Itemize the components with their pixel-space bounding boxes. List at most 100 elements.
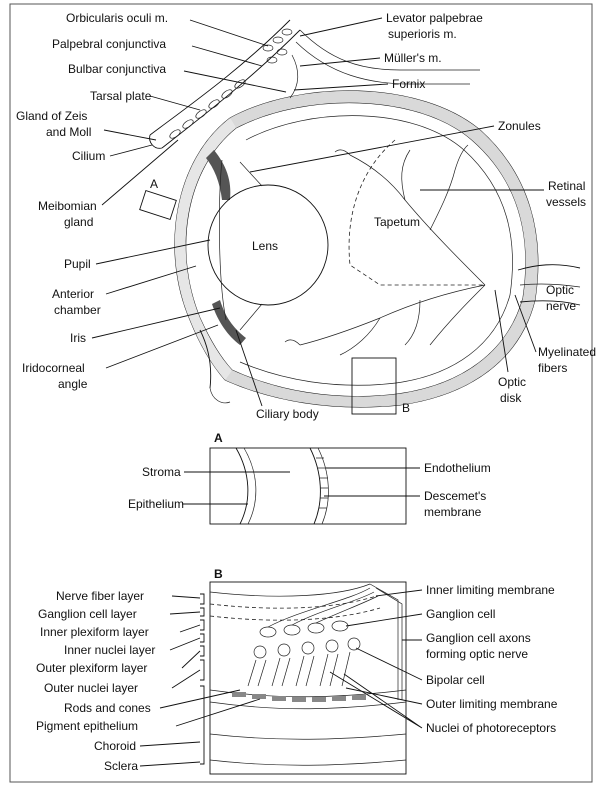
- leader-b-left-8: [140, 742, 200, 746]
- label-palpebral: Palpebral conjunctiva: [52, 37, 166, 51]
- label-zeis-2: and Moll: [46, 125, 91, 139]
- leader-meibomian: [102, 140, 178, 205]
- tarsal-glands: [168, 78, 246, 140]
- leader-muller: [300, 58, 380, 66]
- inset-box-a-letter: A: [150, 177, 158, 191]
- panel-b-left-4: Outer plexiform layer: [36, 661, 147, 675]
- panel-b-left-0: Nerve fiber layer: [56, 589, 144, 603]
- label-levator-2: superioris m.: [388, 27, 457, 41]
- panel-a-descemet-2: membrane: [424, 505, 482, 519]
- leader-zeis: [104, 130, 156, 140]
- leader-b-left-2: [180, 625, 200, 632]
- panel-b-left-6: Rods and cones: [64, 701, 151, 715]
- label-iridocorneal-2: angle: [58, 377, 88, 391]
- label-zonules: Zonules: [498, 119, 541, 133]
- fornix-line: [290, 55, 298, 98]
- panel-a-descemet-curve: [310, 448, 320, 524]
- label-anterior-1: Anterior: [52, 287, 94, 301]
- panel-b-pigment-cells: [232, 692, 366, 702]
- leader-ciliary: [236, 330, 262, 406]
- label-meibomian-2: gland: [64, 215, 93, 229]
- panel-a-endothelium: Endothelium: [424, 461, 491, 475]
- label-optic-disk-1: Optic: [498, 375, 526, 389]
- panel-b-left-5: Outer nuclei layer: [44, 681, 138, 695]
- panel-b-left-9: Sclera: [104, 759, 138, 773]
- panel-b-left-7: Pigment epithelium: [36, 719, 138, 733]
- leader-ganglion-cell: [346, 614, 422, 626]
- panel-b-layer-curves: [210, 584, 406, 765]
- upper-lid-front: [150, 20, 290, 135]
- leader-iridocorneal: [106, 325, 218, 368]
- panel-b-inner-limiting: Inner limiting membrane: [426, 583, 555, 597]
- panel-a-letter: A: [214, 431, 223, 445]
- leader-b-left-0: [172, 596, 200, 598]
- panel-b-bipolar: Bipolar cell: [426, 673, 485, 687]
- panel-b-nuclei: Nuclei of photoreceptors: [426, 721, 556, 735]
- panel-a-endothelium-curve: [318, 448, 328, 524]
- label-zeis-1: Gland of Zeis: [16, 109, 87, 123]
- leader-b-left-5: [172, 670, 200, 688]
- panel-a-epithelium-curve-2: [244, 448, 256, 524]
- label-optic-nerve-2: nerve: [546, 299, 576, 313]
- leader-zonules: [250, 126, 494, 172]
- label-anterior-2: chamber: [54, 303, 101, 317]
- leader-inner-limiting: [376, 590, 422, 596]
- label-iridocorneal-1: Iridocorneal: [22, 361, 85, 375]
- panel-a-stroma: Stroma: [142, 465, 181, 479]
- label-iris: Iris: [70, 331, 86, 345]
- panel-a-epithelium: Epithelium: [128, 497, 184, 511]
- label-meibomian-1: Meibomian: [38, 199, 97, 213]
- panel-b-left-1: Ganglion cell layer: [38, 607, 137, 621]
- label-tapetum: Tapetum: [374, 215, 420, 229]
- panel-a: A Stroma Epithelium Endothelium Descemet…: [128, 431, 491, 524]
- leader-orbicularis: [190, 20, 268, 46]
- leader-b-left-9: [140, 762, 200, 766]
- panel-b-left-brackets: [200, 594, 204, 680]
- panel-b-axons-1: Ganglion cell axons: [426, 631, 531, 645]
- panel-b-axons-2: forming optic nerve: [426, 647, 528, 661]
- panel-b-outer-limiting: Outer limiting membrane: [426, 697, 558, 711]
- panel-a-endothelial-cells: [316, 458, 328, 508]
- panel-b-ganglion-cell: Ganglion cell: [426, 607, 495, 621]
- label-fornix: Fornix: [392, 77, 425, 91]
- leader-pupil: [96, 240, 210, 264]
- label-levator-1: Levator palpebrae: [386, 11, 483, 25]
- panel-b-outer-bracket: [200, 686, 204, 764]
- leader-b-left-6: [160, 690, 240, 708]
- panel-b-left-8: Choroid: [94, 739, 136, 753]
- lid-margin: [150, 135, 162, 148]
- leader-cilium: [110, 145, 152, 156]
- label-optic-nerve-1: Optic: [546, 283, 574, 297]
- label-optic-disk-2: disk: [500, 391, 522, 405]
- label-lens: Lens: [252, 239, 278, 253]
- label-pupil: Pupil: [64, 257, 91, 271]
- label-retinal-1: Retinal: [548, 179, 585, 193]
- label-orbicularis: Orbicularis oculi m.: [66, 11, 168, 25]
- label-myelinated-1: Myelinated: [538, 345, 596, 359]
- panel-b-letter: B: [214, 567, 223, 581]
- leader-b-left-1: [170, 612, 200, 614]
- panel-a-descemet-1: Descemet's: [424, 489, 486, 503]
- leader-fornix: [294, 84, 388, 90]
- panel-a-box: [210, 448, 406, 524]
- tapetum-outline: [349, 140, 485, 285]
- inset-box-a: [140, 191, 177, 220]
- leader-bulbar: [184, 71, 286, 92]
- cornea-shading: [175, 118, 236, 380]
- leader-b-left-4: [182, 651, 200, 668]
- lower-lid-margin: [210, 388, 230, 403]
- inset-box-b-letter: B: [402, 401, 410, 415]
- retina-line: [240, 116, 513, 386]
- eye-cross-section: A B Orbicularis oculi m. Palpebral conju…: [16, 11, 596, 421]
- panel-b-cells: [248, 588, 378, 686]
- retinal-vessels: [285, 145, 485, 355]
- label-retinal-2: vessels: [546, 195, 586, 209]
- label-ciliary: Ciliary body: [256, 407, 319, 421]
- panel-b: B: [36, 567, 558, 774]
- panel-b-left-3: Inner nuclei layer: [64, 643, 155, 657]
- label-bulbar: Bulbar conjunctiva: [68, 62, 166, 76]
- leader-bipolar: [356, 648, 422, 680]
- leader-levator: [300, 18, 382, 36]
